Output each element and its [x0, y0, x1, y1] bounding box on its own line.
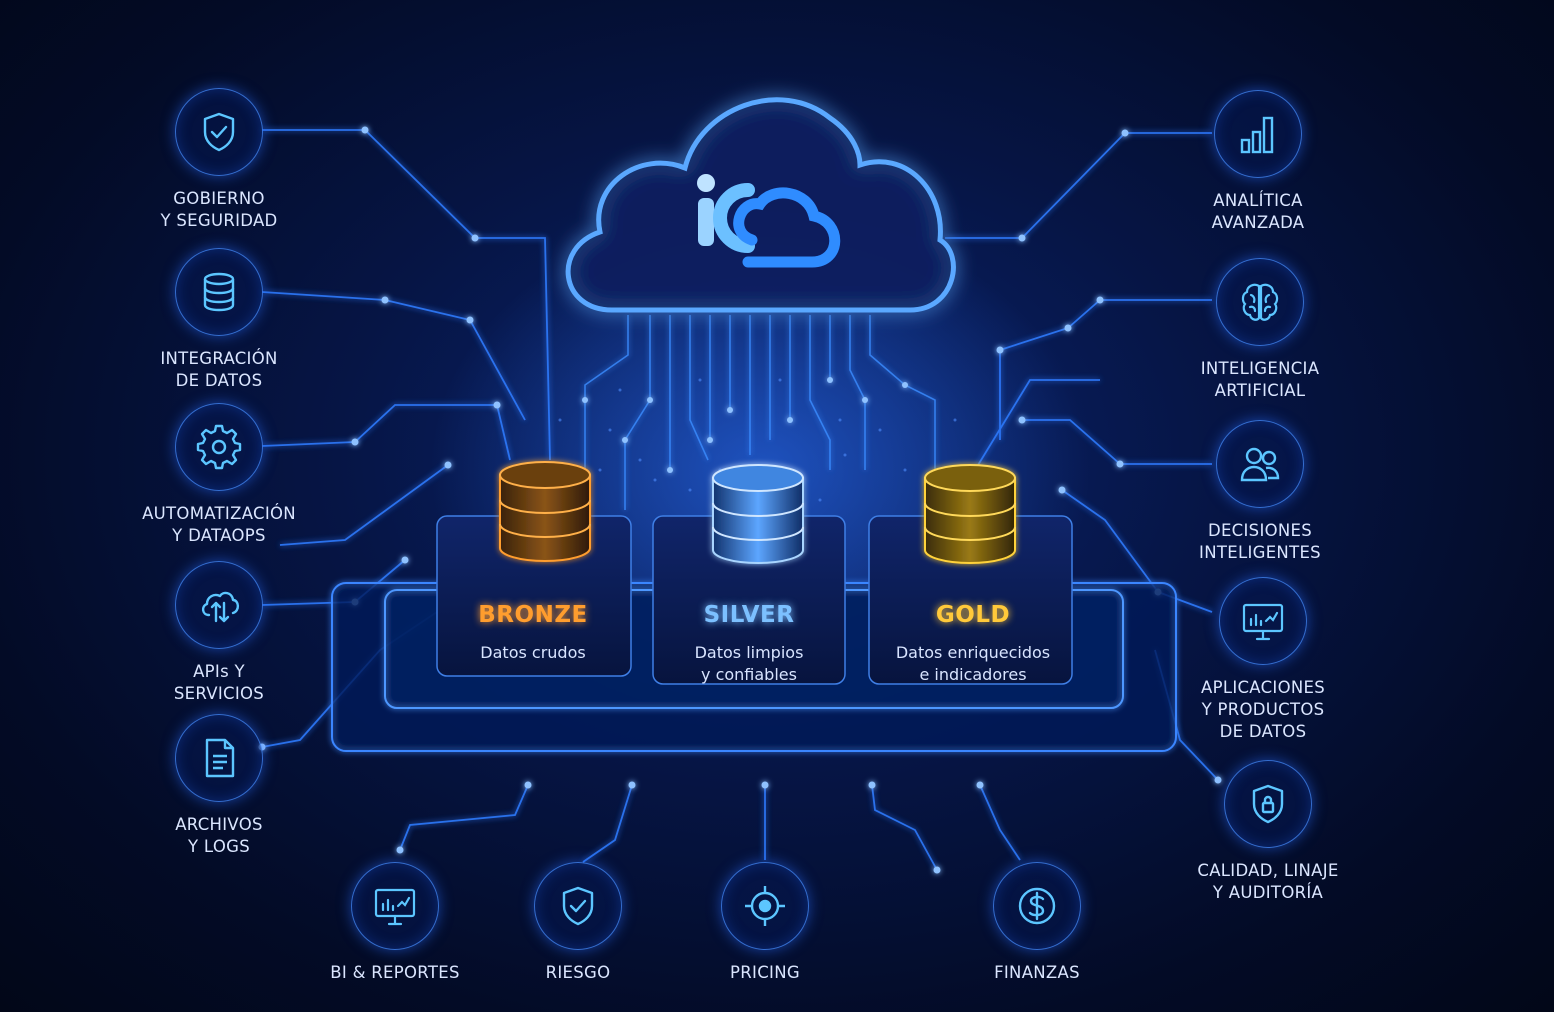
left-node-integracion-label: INTEGRACIÓN DE DATOS: [160, 349, 278, 390]
dollar-icon: [993, 862, 1081, 950]
shield-check-icon: [534, 862, 622, 950]
bronze-cylinder-icon: [499, 461, 591, 562]
tier-gold-name: GOLD: [935, 602, 1011, 628]
bottom-node-bi-label: BI & REPORTES: [330, 963, 460, 982]
tier-silver: SILVER Datos limpios y confiables: [649, 602, 849, 686]
bar-chart-icon: [1214, 90, 1302, 178]
left-node-gobierno: GOBIERNO Y SEGURIDAD: [139, 88, 299, 232]
tier-gold: GOLD Datos enriquecidos e indicadores: [873, 602, 1073, 686]
silver-cylinder-icon: [712, 464, 804, 564]
bottom-node-bi: BI & REPORTES: [312, 862, 478, 984]
bottom-node-finanzas-label: FINANZAS: [994, 963, 1080, 982]
bottom-node-pricing: PRICING: [685, 862, 845, 984]
shield-check-icon: [175, 88, 263, 176]
shield-lock-icon: [1224, 760, 1312, 848]
brain-icon: [1216, 258, 1304, 346]
left-node-apis-label: APIs Y SERVICIOS: [173, 662, 265, 703]
right-node-decisiones-label: DECISIONES INTELIGENTES: [1199, 521, 1321, 562]
bottom-node-finanzas: FINANZAS: [957, 862, 1117, 984]
left-node-integracion: INTEGRACIÓN DE DATOS: [139, 248, 299, 392]
right-node-analitica: ANALÍTICA AVANZADA: [1178, 90, 1338, 234]
tier-silver-description: Datos limpios y confiables: [694, 643, 804, 684]
gold-cylinder-icon: [924, 464, 1016, 564]
right-node-analitica-label: ANALÍTICA AVANZADA: [1211, 191, 1305, 232]
left-node-gobierno-label: GOBIERNO Y SEGURIDAD: [160, 189, 278, 230]
document-icon: [175, 714, 263, 802]
left-node-automatizacion: AUTOMATIZACIÓN Y DATAOPS: [139, 403, 299, 547]
database-icon: [175, 248, 263, 336]
monitor-chart-icon: [351, 862, 439, 950]
monitor-chart-icon: [1219, 577, 1307, 665]
bottom-wires: [399, 784, 1021, 871]
right-node-inteligencia-label: INTELIGENCIA ARTIFICIAL: [1200, 359, 1320, 400]
bottom-node-riesgo: RIESGO: [498, 862, 658, 984]
target-icon: [721, 862, 809, 950]
left-node-archivos-label: ARCHIVOS Y LOGS: [175, 815, 263, 856]
left-node-apis: APIs Y SERVICIOS: [139, 561, 299, 705]
users-icon: [1216, 420, 1304, 508]
tier-bronze: BRONZE Datos crudos: [433, 602, 633, 664]
right-node-calidad-label: CALIDAD, LINAJE Y AUDITORÍA: [1197, 861, 1339, 902]
right-node-calidad: CALIDAD, LINAJE Y AUDITORÍA: [1188, 760, 1348, 904]
right-node-inteligencia: INTELIGENCIA ARTIFICIAL: [1180, 258, 1340, 402]
bottom-node-pricing-label: PRICING: [730, 963, 800, 982]
right-node-aplicaciones: APLICACIONES Y PRODUCTOS DE DATOS: [1183, 577, 1343, 743]
ic-cloud-logo-icon: [697, 174, 841, 268]
tier-bronze-description: Datos crudos: [480, 643, 586, 662]
bottom-node-riesgo-label: RIESGO: [545, 963, 611, 982]
data-streams: [584, 315, 936, 510]
left-node-automatizacion-label: AUTOMATIZACIÓN Y DATAOPS: [142, 504, 296, 545]
gear-icon: [175, 403, 263, 491]
tier-gold-description: Datos enriquecidos e indicadores: [895, 643, 1051, 684]
left-node-archivos: ARCHIVOS Y LOGS: [139, 714, 299, 858]
tier-silver-name: SILVER: [703, 602, 795, 628]
right-node-decisiones: DECISIONES INTELIGENTES: [1180, 420, 1340, 564]
tier-bronze-name: BRONZE: [478, 602, 588, 628]
right-node-aplicaciones-label: APLICACIONES Y PRODUCTOS DE DATOS: [1200, 678, 1326, 741]
cloud-sync-icon: [175, 561, 263, 649]
